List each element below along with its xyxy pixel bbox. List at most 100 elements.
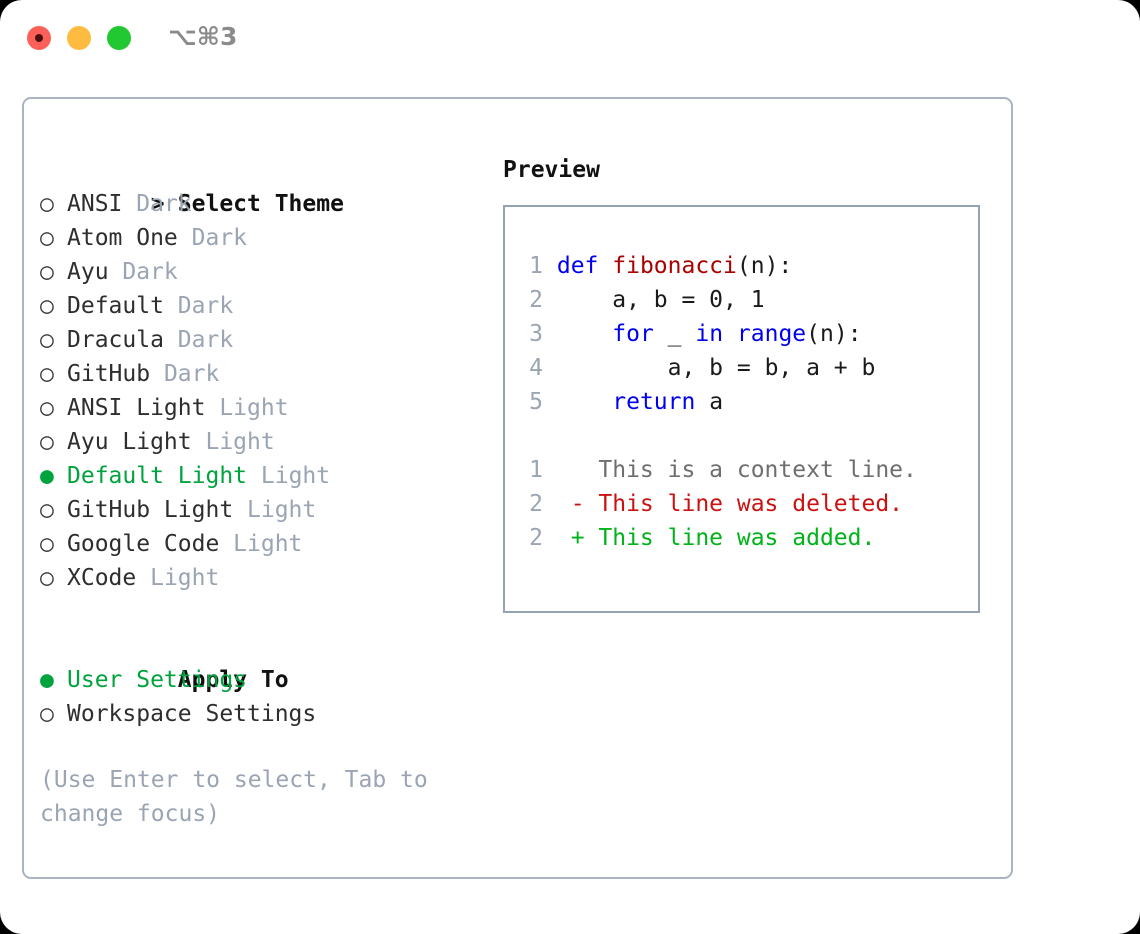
theme-option-label: GitHub bbox=[67, 361, 164, 387]
line-number: 2 bbox=[529, 287, 543, 313]
theme-option-atom-one[interactable]: ○ Atom One Dark bbox=[40, 221, 500, 255]
diff-line-text: This is a context line. bbox=[543, 457, 917, 483]
code-token: range bbox=[736, 321, 807, 347]
theme-option-kind: Light bbox=[260, 463, 331, 489]
code-token: in bbox=[695, 321, 724, 347]
theme-option-label: GitHub Light bbox=[67, 497, 248, 523]
code-line: 2 a, b = 0, 1 bbox=[515, 283, 975, 317]
theme-option-label: ANSI bbox=[67, 191, 137, 217]
theme-picker-panel: > Select Theme ○ANSI Dark○Atom One Dark○… bbox=[22, 97, 1013, 879]
theme-option-kind: Dark bbox=[177, 327, 234, 353]
code-token bbox=[557, 389, 612, 415]
code-gutter-space bbox=[543, 389, 557, 415]
diff-line: 1 This is a context line. bbox=[515, 453, 975, 487]
preview-title: Preview bbox=[503, 157, 600, 183]
radio-unselected-icon: ○ bbox=[40, 429, 54, 455]
line-number: 5 bbox=[529, 389, 543, 415]
theme-option-ansi-light[interactable]: ○ ANSI Light Light bbox=[40, 391, 500, 425]
code-gutter-space bbox=[543, 253, 557, 279]
code-line: 4 a, b = b, a + b bbox=[515, 351, 975, 385]
code-line: 5 return a bbox=[515, 385, 975, 419]
radio-unselected-icon: ○ bbox=[40, 565, 54, 591]
code-token: def bbox=[556, 253, 613, 279]
line-number: 2 bbox=[529, 525, 543, 551]
theme-option-xcode[interactable]: ○XCode Light bbox=[40, 561, 500, 595]
close-button[interactable] bbox=[27, 26, 51, 50]
theme-option-dracula[interactable]: ○Dracula Dark bbox=[40, 323, 500, 357]
apply-option-user-settings[interactable]: ●User Settings bbox=[40, 663, 500, 697]
code-gutter-space bbox=[543, 355, 557, 381]
code-token bbox=[557, 321, 612, 347]
theme-option-label: Default Light bbox=[67, 463, 261, 489]
code-token: _ bbox=[653, 321, 696, 347]
theme-option-kind: Dark bbox=[122, 259, 178, 285]
radio-unselected-icon: ○ bbox=[40, 293, 54, 319]
theme-option-kind: Dark bbox=[191, 225, 248, 251]
apply-option-label: Workspace Settings bbox=[67, 701, 317, 727]
code-line: 3 for _ in range(n): bbox=[515, 317, 975, 351]
radio-unselected-icon: ○ bbox=[40, 531, 54, 557]
code-token: a bbox=[695, 389, 724, 415]
theme-option-label: XCode bbox=[67, 565, 151, 591]
theme-option-kind: Dark bbox=[177, 293, 234, 319]
theme-option-ayu[interactable]: ○Ayu Dark bbox=[40, 255, 500, 289]
theme-option-label: Atom One bbox=[67, 225, 192, 251]
code-blank-line bbox=[515, 419, 975, 453]
theme-option-label: Default bbox=[67, 293, 178, 319]
select-theme-header-label: Select Theme bbox=[177, 191, 344, 217]
theme-option-label: ANSI Light bbox=[67, 395, 220, 421]
radio-unselected-icon: ○ bbox=[40, 497, 54, 523]
theme-option-kind: Dark bbox=[163, 361, 220, 387]
apply-to-header-label: Apply To bbox=[177, 667, 289, 693]
theme-option-label: Ayu Light bbox=[67, 429, 206, 455]
theme-option-kind: Light bbox=[247, 497, 317, 523]
line-number: 4 bbox=[529, 355, 543, 381]
keyboard-hint: (Use Enter to select, Tab to change focu… bbox=[40, 767, 442, 827]
radio-unselected-icon: ○ bbox=[40, 395, 54, 421]
theme-option-label: Google Code bbox=[67, 531, 234, 557]
theme-option-kind: Dark bbox=[136, 191, 192, 217]
code-token: for bbox=[612, 321, 654, 347]
theme-option-kind: Light bbox=[219, 395, 289, 421]
diff-line-text: + This line was added. bbox=[543, 525, 876, 551]
radio-selected-icon: ● bbox=[40, 463, 54, 489]
theme-option-default[interactable]: ○ Default Dark bbox=[40, 289, 500, 323]
radio-unselected-icon: ○ bbox=[40, 225, 54, 251]
theme-option-github[interactable]: ○ GitHub Dark bbox=[40, 357, 500, 391]
maximize-button[interactable] bbox=[107, 26, 131, 50]
code-token: a, b = 0, 1 bbox=[556, 287, 765, 313]
radio-unselected-icon: ○ bbox=[40, 701, 54, 727]
title-bar: ⌥⌘3 bbox=[0, 0, 1140, 78]
radio-unselected-icon: ○ bbox=[40, 259, 54, 285]
code-token: (n): bbox=[736, 253, 793, 279]
code-token: (n): bbox=[806, 321, 862, 347]
theme-option-ayu-light[interactable]: ○ Ayu Light Light bbox=[40, 425, 500, 459]
code-token: fibonacci bbox=[612, 253, 737, 279]
theme-option-kind: Light bbox=[233, 531, 303, 557]
line-number: 1 bbox=[529, 253, 543, 279]
preview-pane: Preview 1 def fibonacci(n):2 a, b = 0, 1… bbox=[503, 153, 995, 613]
radio-unselected-icon: ○ bbox=[40, 361, 54, 387]
line-number: 1 bbox=[529, 457, 543, 483]
apply-to-options-list: ●User Settings ○ Workspace Settings bbox=[40, 663, 500, 731]
apply-option-workspace-settings[interactable]: ○ Workspace Settings bbox=[40, 697, 500, 731]
theme-option-label: Dracula bbox=[67, 327, 178, 353]
header-caret: > bbox=[150, 191, 179, 217]
line-number: 2 bbox=[529, 491, 543, 517]
code-token: return bbox=[612, 389, 696, 415]
diff-line: 2 - This line was deleted. bbox=[515, 487, 975, 521]
theme-option-kind: Light bbox=[205, 429, 275, 455]
select-theme-header: > Select Theme bbox=[40, 153, 500, 217]
line-number: 3 bbox=[529, 321, 543, 347]
theme-option-default-light[interactable]: ● Default Light Light bbox=[40, 459, 500, 493]
theme-option-github-light[interactable]: ○ GitHub Light Light bbox=[40, 493, 500, 527]
diff-line-text: - This line was deleted. bbox=[543, 491, 904, 517]
theme-option-ansi[interactable]: ○ANSI Dark bbox=[40, 187, 500, 221]
theme-option-google-code[interactable]: ○ Google Code Light bbox=[40, 527, 500, 561]
list-spacer bbox=[40, 595, 500, 629]
minimize-button[interactable] bbox=[67, 26, 91, 50]
code-token bbox=[723, 321, 737, 347]
theme-list-pane: > Select Theme ○ANSI Dark○Atom One Dark○… bbox=[40, 153, 500, 731]
